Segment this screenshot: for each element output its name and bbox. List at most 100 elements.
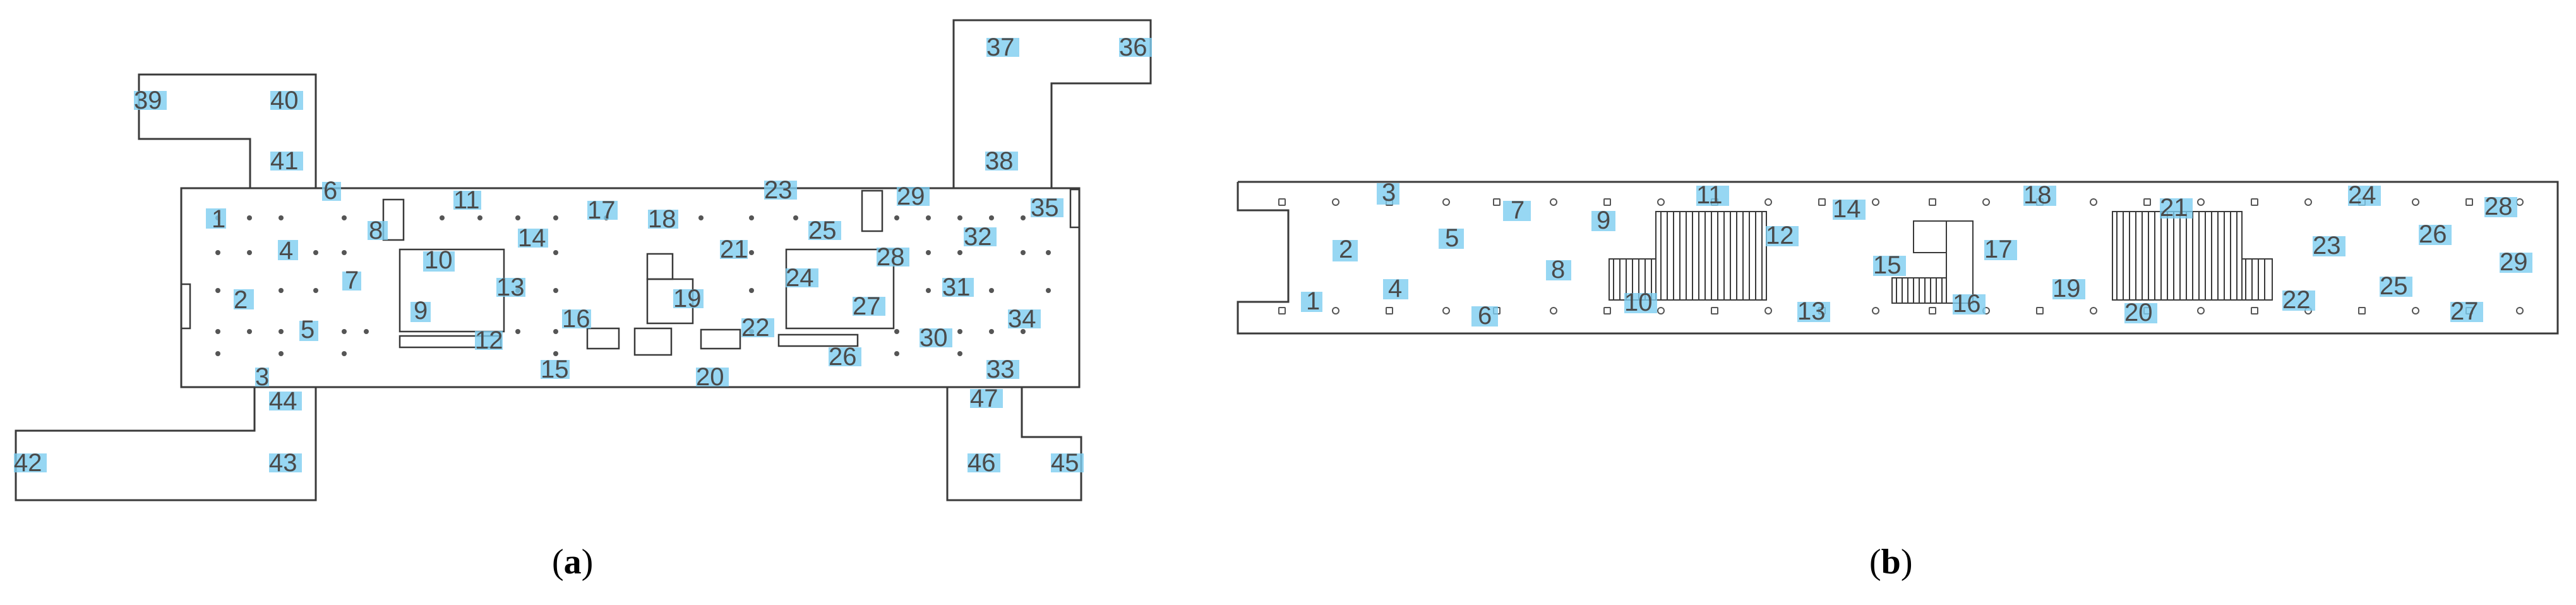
label-b-20: 20	[2124, 299, 2153, 326]
label-a-bg	[986, 38, 1019, 57]
label-a-11: 11	[453, 186, 480, 214]
label-b-bg	[1439, 229, 1464, 249]
label-b-5: 5	[1445, 224, 1459, 252]
label-a-15: 15	[541, 356, 569, 383]
label-a-28: 28	[877, 243, 905, 271]
bottom-right-wing-a	[946, 387, 1082, 501]
label-a-bg	[648, 210, 678, 229]
label-a-13: 13	[496, 273, 525, 301]
label-a-31: 31	[942, 273, 971, 301]
label-a-bg	[269, 392, 302, 410]
label-a-45: 45	[1051, 449, 1079, 477]
label-a-23: 23	[764, 176, 793, 204]
label-b-bg	[1377, 183, 1399, 205]
label-a-bg	[410, 302, 431, 322]
label-a-bg	[322, 182, 341, 201]
label-b-17: 17	[1984, 236, 2013, 263]
column-marker	[1493, 198, 1501, 206]
column-marker	[1929, 198, 1936, 206]
label-a-2: 2	[234, 286, 248, 314]
caption-a: (a)	[552, 542, 593, 582]
escalator-left-b	[1609, 211, 1767, 301]
label-a-25: 25	[808, 217, 837, 244]
label-a-17: 17	[587, 196, 616, 224]
label-a-35: 35	[1031, 194, 1059, 222]
label-b-bg	[2313, 236, 2345, 256]
label-b-bg	[2450, 302, 2483, 322]
column-marker	[1657, 198, 1665, 206]
block-bottom-3-a	[700, 328, 741, 350]
label-a-bg	[14, 453, 47, 472]
column-marker	[1872, 198, 1879, 206]
label-a-8: 8	[369, 217, 383, 244]
label-b-23: 23	[2313, 232, 2341, 260]
kiosk-top-left-a	[382, 198, 405, 241]
column-marker	[2516, 307, 2524, 314]
label-a-42: 42	[14, 449, 42, 477]
label-b-11: 11	[1696, 181, 1723, 209]
label-b-14: 14	[1833, 195, 1861, 223]
label-a-30: 30	[920, 324, 948, 352]
column-marker	[1764, 307, 1772, 314]
label-a-20: 20	[696, 363, 724, 391]
label-b-bg	[1953, 294, 1986, 314]
label-a-6: 6	[323, 177, 337, 205]
label-b-21: 21	[2160, 194, 2188, 222]
label-a-4: 4	[279, 237, 293, 265]
label-b-bg	[2023, 186, 2056, 206]
column-marker	[1982, 198, 1990, 206]
label-a-bg	[673, 289, 704, 308]
column-marker	[1818, 198, 1826, 206]
column-marker	[1278, 307, 1286, 314]
label-a-bg	[342, 272, 361, 291]
label-a-bg	[475, 331, 503, 350]
label-a-1: 1	[212, 205, 225, 233]
label-a-bg	[562, 309, 591, 328]
label-a-bg	[1008, 309, 1041, 328]
label-b-25: 25	[2380, 272, 2408, 300]
column-marker	[1872, 307, 1879, 314]
label-b-10: 10	[1624, 289, 1653, 316]
label-a-bg	[278, 240, 298, 260]
label-a-bg	[234, 289, 254, 309]
block-bottom-2-a	[633, 327, 673, 356]
label-a-40: 40	[270, 87, 299, 114]
label-a-bg	[764, 181, 797, 200]
label-a-bg	[587, 201, 618, 220]
label-a-bg	[1031, 198, 1063, 217]
label-b-22: 22	[2282, 286, 2311, 314]
label-a-bg	[741, 318, 774, 337]
column-marker	[1711, 307, 1718, 314]
column-marker	[2090, 307, 2097, 314]
column-marker	[1386, 307, 1393, 314]
label-a-7: 7	[345, 267, 359, 294]
label-b-bg	[1333, 240, 1358, 261]
label-a-bg	[541, 360, 570, 379]
label-b-bg	[1301, 292, 1322, 312]
column-marker	[1550, 198, 1557, 206]
label-b-27: 27	[2450, 297, 2479, 325]
label-a-bg	[920, 328, 952, 347]
label-a-9: 9	[414, 297, 428, 325]
label-b-24: 24	[2348, 181, 2376, 209]
label-a-34: 34	[1008, 305, 1036, 333]
label-a-bg	[696, 368, 729, 386]
label-a-38: 38	[985, 147, 1014, 175]
label-a-bg	[1051, 453, 1084, 472]
label-b-9: 9	[1597, 207, 1610, 234]
label-b-29: 29	[2500, 248, 2528, 276]
label-a-10: 10	[424, 246, 453, 274]
labels-b: 1 2 3 4 5 6 7 8 9 10 11 12 13 14 15 16 1…	[1301, 179, 2532, 330]
label-a-39: 39	[134, 87, 162, 114]
label-a-bg	[368, 221, 388, 240]
label-a-41: 41	[270, 147, 299, 175]
label-a-bg	[897, 187, 930, 206]
labels-a: 1 2 3 4 5 6 7 8 9 10 11 12 13 14 15 16 1…	[14, 33, 1152, 477]
label-b-2: 2	[1339, 236, 1353, 263]
label-b-bg	[2160, 198, 2193, 219]
column-marker	[2036, 307, 2044, 314]
label-a-bg	[269, 453, 302, 472]
label-a-bg	[1119, 38, 1152, 57]
caption-b: (b)	[1869, 542, 1912, 582]
stair-platform-right-a	[777, 333, 859, 347]
